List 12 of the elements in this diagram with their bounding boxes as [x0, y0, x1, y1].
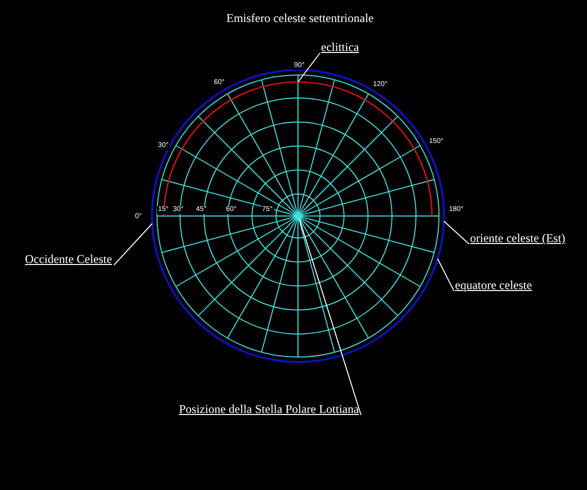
- east-label: oriente celeste (Est): [470, 231, 566, 245]
- leader-line: [114, 223, 153, 266]
- leader-line: [298, 218, 362, 416]
- leader-line: [437, 258, 454, 292]
- leader-line: [443, 220, 470, 244]
- pole-star-label: Posizione della Stella Polare Lottiana: [179, 402, 359, 416]
- west-label: Occidente Celeste: [25, 252, 112, 266]
- ecliptic-label: eclittica: [321, 40, 359, 54]
- leader-line: [298, 52, 320, 82]
- diagram-title: Emisfero celeste settentrionale: [225, 11, 375, 25]
- pole-point: [295, 213, 301, 219]
- equator-label: equatore celeste: [455, 278, 532, 292]
